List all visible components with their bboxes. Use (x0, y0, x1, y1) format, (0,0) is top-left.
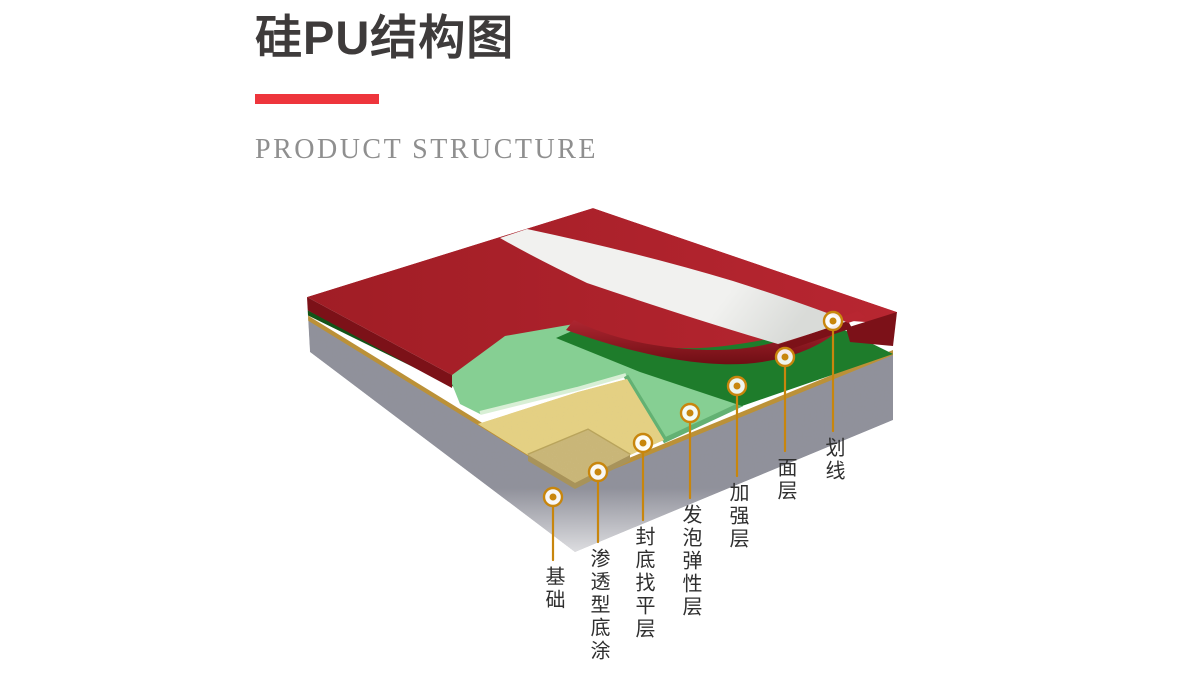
marker-dot (549, 493, 557, 501)
marker-dot (594, 468, 602, 476)
layer-label-leveling: 封底找平层 (632, 526, 654, 641)
layer-label-scribe: 划线 (822, 437, 844, 483)
marking-stripe (500, 229, 848, 344)
page-subtitle: PRODUCT STRUCTURE (255, 134, 599, 165)
surface-layer-right-face (846, 312, 897, 346)
marker-dot (829, 317, 837, 325)
foam-layer-side (623, 374, 744, 444)
page-title: 硅PU结构图 (255, 11, 515, 64)
header: 硅PU结构图 PRODUCT STRUCTURE (255, 10, 598, 166)
leveling-layer-top (478, 379, 664, 455)
marker-dot (733, 382, 741, 390)
foam-layer-lip (479, 373, 627, 415)
layer-label-primer: 渗透型底涂 (587, 548, 609, 663)
peel-curl (566, 318, 844, 365)
surface-layer-left-face (307, 297, 452, 388)
marker-dot (781, 353, 789, 361)
marker-dot (639, 439, 647, 447)
layer-label-reinforce: 加强层 (726, 482, 748, 551)
marker-dot (686, 409, 694, 417)
primer-layer-face (528, 455, 630, 489)
callouts (542, 310, 844, 562)
peel-sheet-tip (838, 311, 866, 323)
layer-label-foam: 发泡弹性层 (679, 504, 701, 619)
primer-layer-top (528, 430, 630, 483)
bottom-fade (307, 488, 897, 552)
title-underline (255, 94, 379, 104)
gold-edge-right (575, 350, 893, 485)
layer-label-base: 基础 (542, 566, 564, 612)
layer-label-surface: 面层 (774, 457, 796, 503)
